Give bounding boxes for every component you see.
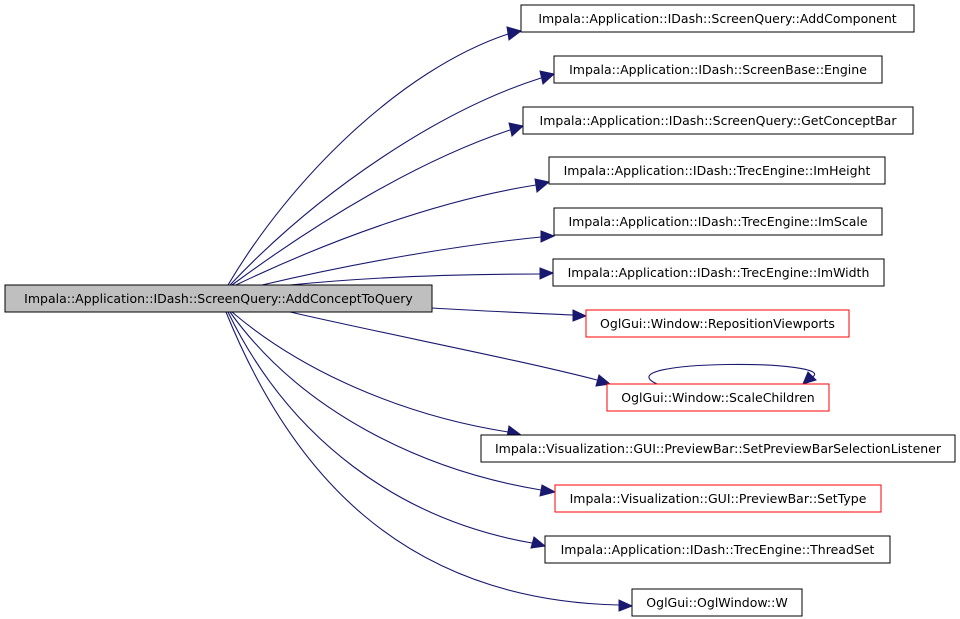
edge-line [648, 363, 815, 385]
callee-function-node[interactable]: Impala::Application::IDash::TrecEngine::… [552, 258, 885, 287]
node-label: Impala::Application::IDash::ScreenBase::… [569, 62, 867, 77]
edge-line [261, 236, 542, 286]
node-label: Impala::Application::IDash::ScreenQuery:… [538, 11, 896, 26]
edge-arrowhead [539, 267, 555, 280]
node-box[interactable] [553, 55, 883, 84]
edge-arrowhead [618, 599, 634, 612]
edge-arrowhead [508, 122, 525, 137]
callee-function-node[interactable]: Impala::Application::IDash::TrecEngine::… [548, 156, 886, 185]
callee-function-node[interactable]: Impala::Application::IDash::ScreenQuery:… [522, 106, 914, 135]
call-edge [229, 311, 557, 497]
node-box[interactable] [553, 207, 883, 236]
node-box[interactable] [520, 4, 915, 33]
edge-arrowhead [540, 230, 556, 243]
call-edge [225, 311, 634, 612]
node-label: Impala::Visualization::GUI::PreviewBar::… [570, 491, 867, 506]
node-box[interactable] [552, 258, 885, 287]
callee-function-node[interactable]: Impala::Application::IDash::TrecEngine::… [553, 207, 883, 236]
callee-function-node[interactable]: Impala::Application::IDash::ScreenQuery:… [520, 4, 915, 33]
node-label: Impala::Application::IDash::TrecEngine::… [564, 163, 871, 178]
edge-line [229, 311, 542, 491]
call-edge [231, 122, 525, 286]
call-edge [261, 230, 556, 286]
node-box[interactable] [631, 588, 803, 617]
callee-function-node[interactable]: Impala::Visualization::GUI::PreviewBar::… [554, 484, 882, 513]
node-label: Impala::Application::IDash::TrecEngine::… [568, 214, 867, 229]
edge-arrowhead [802, 371, 817, 385]
edge-line [227, 33, 509, 286]
node-label: Impala::Application::IDash::TrecEngine::… [568, 265, 870, 280]
node-label: Impala::Application::IDash::ScreenQuery:… [540, 113, 898, 128]
edge-line [289, 311, 598, 381]
edge-line [235, 184, 537, 286]
edge-arrowhead [506, 26, 523, 41]
edge-arrowhead [530, 536, 547, 549]
edge-line [431, 307, 574, 316]
node-label: Impala::Application::IDash::TrecEngine::… [561, 542, 875, 557]
node-label: OglGui::Window::RepositionViewports [600, 316, 835, 331]
node-label: OglGui::Window::ScaleChildren [621, 390, 814, 405]
callee-function-node[interactable]: Impala::Visualization::GUI::PreviewBar::… [480, 434, 956, 463]
edge-arrowhead [539, 70, 556, 85]
callee-function-node[interactable]: Impala::Application::IDash::TrecEngine::… [544, 535, 891, 564]
call-edge [289, 311, 612, 387]
callee-function-node[interactable]: OglGui::OglWindow::W [631, 588, 803, 617]
edge-arrowhead [595, 374, 612, 387]
node-label: Impala::Application::IDash::ScreenQuery:… [24, 291, 413, 306]
edge-line [231, 311, 509, 433]
callee-function-node[interactable]: OglGui::Window::ScaleChildren [606, 383, 830, 412]
node-layer: Impala::Application::IDash::ScreenQuery:… [4, 4, 956, 617]
node-box[interactable] [548, 156, 886, 185]
edge-line [227, 311, 533, 544]
call-edge [431, 307, 588, 322]
node-box[interactable] [544, 535, 891, 564]
self-call-edge [648, 363, 817, 385]
call-edge [235, 178, 551, 286]
callee-function-node[interactable]: Impala::Application::IDash::ScreenBase::… [553, 55, 883, 84]
edge-line [231, 129, 511, 286]
node-box[interactable] [606, 383, 830, 412]
call-edge [227, 26, 523, 286]
edge-line [229, 77, 542, 286]
node-box[interactable] [585, 309, 850, 338]
node-box[interactable] [4, 284, 433, 313]
edge-arrowhead [539, 484, 557, 497]
edge-line [225, 311, 620, 606]
node-label: OglGui::OglWindow::W [646, 595, 787, 610]
callee-function-node[interactable]: OglGui::Window::RepositionViewports [585, 309, 850, 338]
node-box[interactable] [522, 106, 914, 135]
edge-layer [225, 26, 817, 612]
edge-arrowhead [572, 309, 588, 322]
call-edge [227, 311, 547, 549]
edge-line [289, 273, 541, 286]
source-function-node[interactable]: Impala::Application::IDash::ScreenQuery:… [4, 284, 433, 313]
call-edge [229, 70, 556, 286]
node-box[interactable] [554, 484, 882, 513]
node-label: Impala::Visualization::GUI::PreviewBar::… [495, 441, 942, 456]
node-box[interactable] [480, 434, 956, 463]
call-edge [289, 267, 555, 286]
edge-arrowhead [534, 178, 551, 193]
